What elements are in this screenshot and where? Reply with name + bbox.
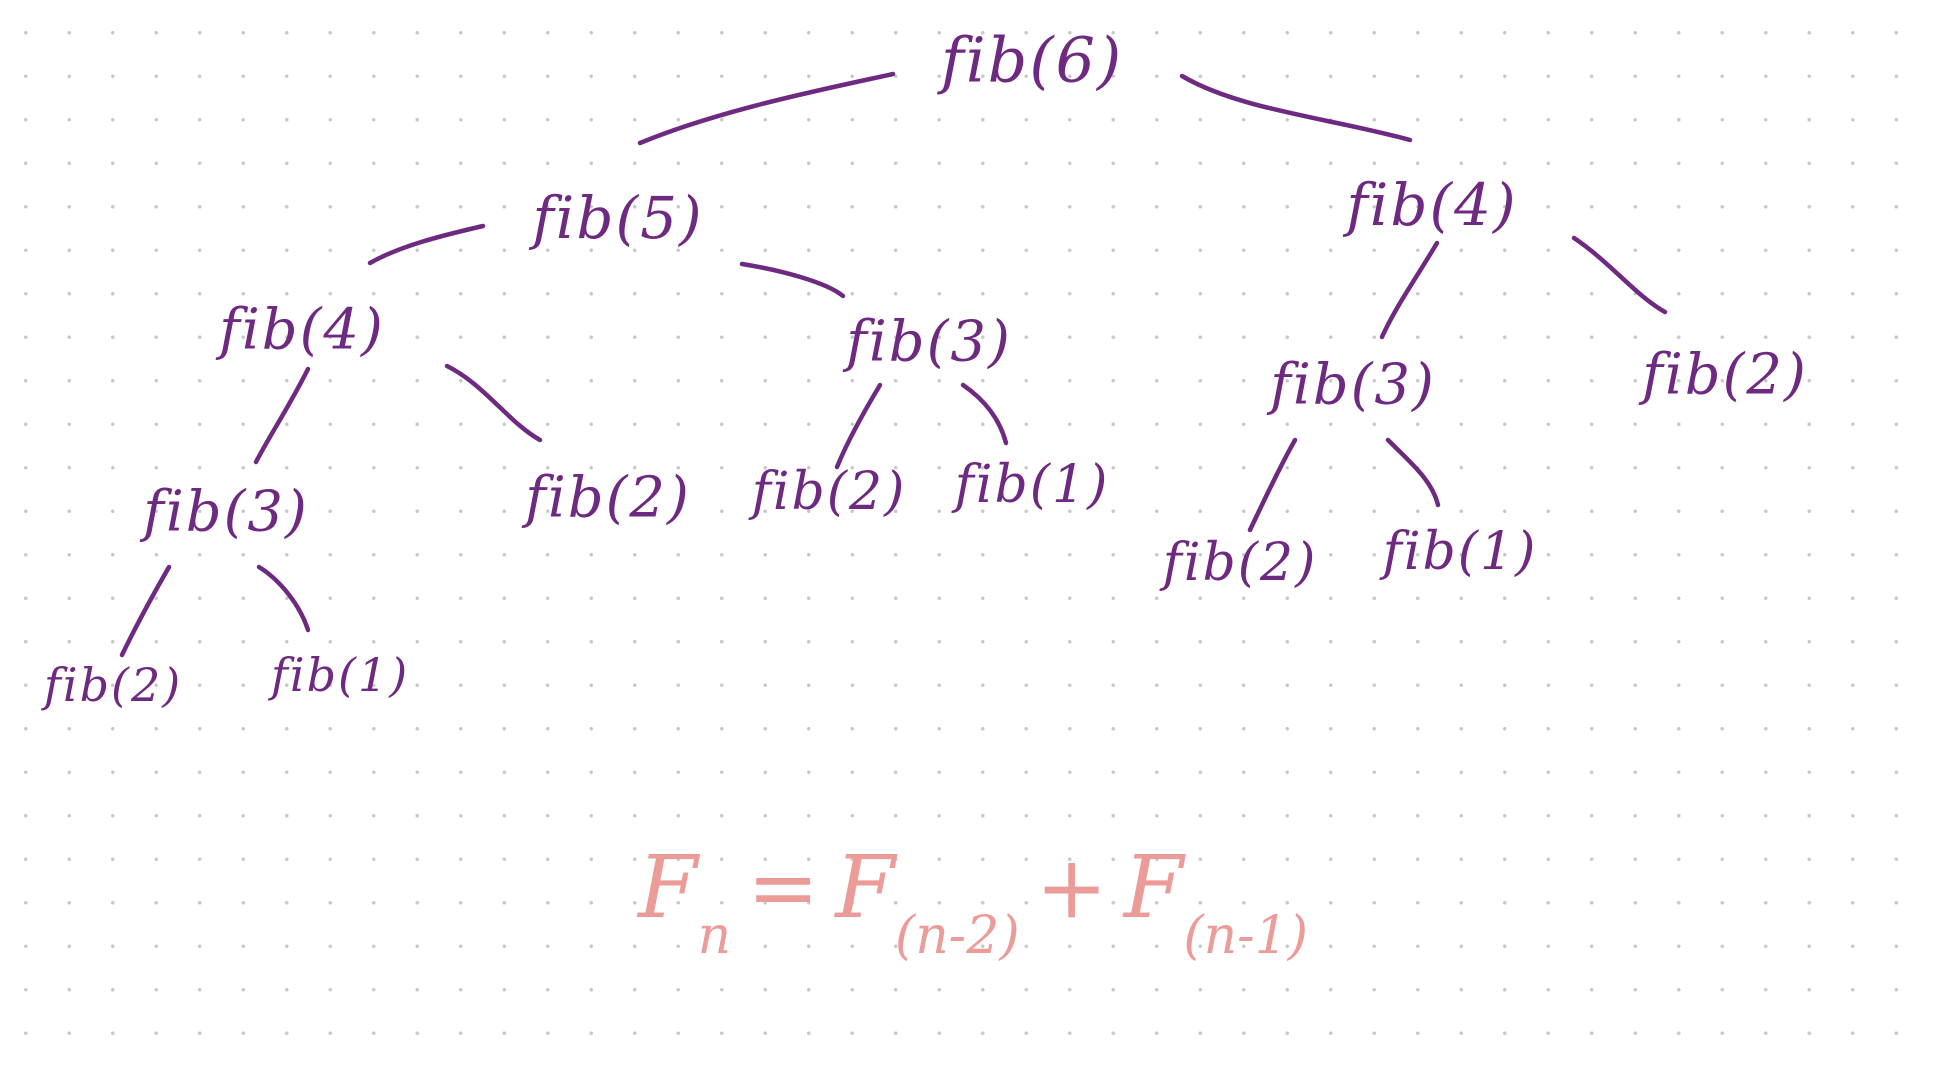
formula-lhs: F [638, 838, 698, 938]
formula-plus: + [1035, 838, 1108, 938]
tree-node-fib2-left: fib(2) [525, 465, 691, 531]
edge-fib6-fib5 [637, 71, 896, 146]
tree-node-fib2-bottom: fib(2) [43, 658, 183, 712]
tree-node-fib1-bottom: fib(1) [270, 648, 410, 702]
tree-node-fib3-left: fib(3) [143, 479, 309, 545]
formula-term1: F [835, 838, 895, 938]
edge-fib4-fib2-right [1571, 235, 1668, 315]
formula-term2-subscript: (n-1) [1183, 906, 1309, 966]
edge-fib5-fib4 [367, 223, 486, 266]
edge-fib3-fib1-mid [960, 382, 1009, 446]
edge-fib3-fib1-right [1385, 437, 1441, 508]
edge-fib4-fib3-right [1379, 240, 1440, 340]
formula-term1-subscript: (n-2) [894, 906, 1020, 966]
edge-fib4-fib3-left [253, 366, 311, 465]
formula-term2: F [1123, 838, 1184, 938]
formula-equals: = [747, 838, 820, 938]
edge-fib3-fib2-left [119, 564, 172, 658]
tree-node-fib1-lower-right: fib(1) [1382, 522, 1538, 582]
fibonacci-recurrence-formula: Fn=F(n-2)+F(n-1) [638, 838, 1308, 966]
tree-node-fib4-right: fib(4) [1346, 171, 1518, 239]
edge-fib6-fib4 [1179, 73, 1413, 143]
edge-fib3-fib2-right [1247, 437, 1298, 533]
tree-node-fib2-mid: fib(2) [751, 462, 907, 522]
tree-node-fib6: fib(6) [940, 23, 1124, 97]
tree-node-fib3-mid: fib(3) [846, 309, 1012, 375]
edge-fib3-fib2-mid [834, 382, 883, 470]
tree-node-fib2-right: fib(2) [1642, 342, 1808, 408]
tree-node-fib4-left: fib(4) [219, 297, 385, 363]
edge-fib4-fib2-left [444, 363, 543, 443]
tree-node-fib2-lower-right: fib(2) [1162, 533, 1318, 593]
tree-node-fib5: fib(5) [532, 184, 704, 252]
edge-fib5-fib3 [739, 261, 846, 299]
edge-fib3-fib1-left [256, 564, 311, 633]
tree-node-fib3-right: fib(3) [1270, 352, 1436, 418]
formula-lhs-subscript: n [697, 906, 732, 966]
tree-node-fib1-mid: fib(1) [954, 455, 1110, 515]
